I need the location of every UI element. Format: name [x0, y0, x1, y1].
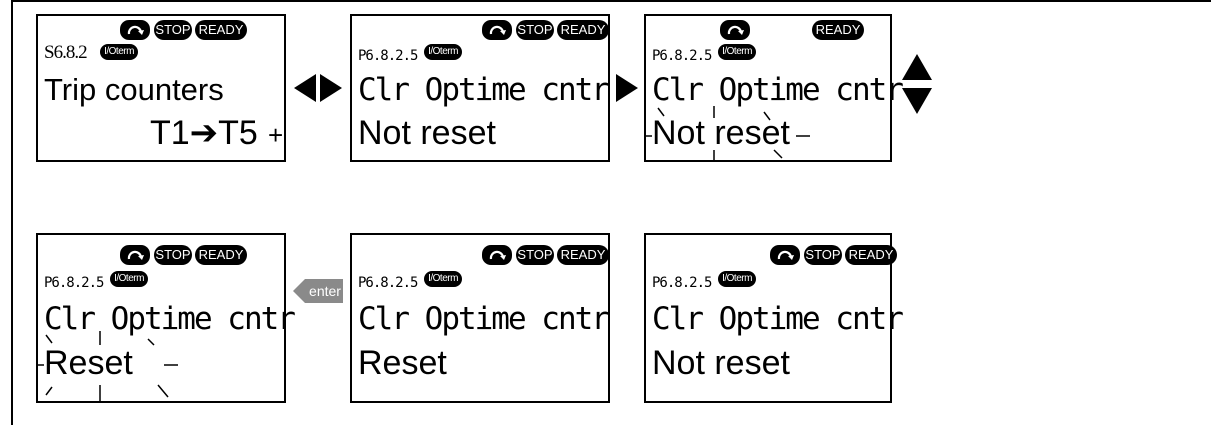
io-term-badge: I/Oterm: [424, 44, 462, 60]
display-line-1: Trip counters: [44, 72, 224, 107]
parameter-code: P6.8.2.5: [358, 48, 418, 64]
left-right-arrows-icon: [294, 74, 342, 102]
stop-indicator: STOP: [154, 245, 192, 265]
menu-code: S6.8.2: [44, 42, 88, 63]
keypad-display-3: READY P6.8.2.5 I/Oterm Clr Optime cntr N…: [644, 14, 904, 162]
io-term-badge: I/Oterm: [718, 271, 756, 287]
display-line-2: Reset: [358, 344, 447, 382]
keypad-display-2: STOP READY P6.8.2.5 I/Oterm Clr Optime c…: [350, 14, 610, 162]
display-line-1: Clr Optime cntr: [358, 72, 610, 108]
ready-indicator: READY: [557, 20, 609, 40]
rotation-icon: [482, 245, 512, 265]
display-line-1: Clr Optime cntr: [44, 301, 296, 337]
io-term-badge: I/Oterm: [424, 271, 462, 287]
keypad-display-6: STOP READY P6.8.2.5 I/Oterm Clr Optime c…: [644, 233, 904, 403]
stop-indicator: STOP: [516, 20, 554, 40]
stop-indicator: STOP: [804, 245, 842, 265]
display-line-1: Clr Optime cntr: [652, 301, 904, 337]
rotation-icon: [770, 245, 800, 265]
more-items-icon: +: [268, 120, 284, 150]
ready-indicator: READY: [845, 245, 897, 265]
parameter-code: P6.8.2.5: [652, 275, 712, 291]
ready-indicator: READY: [557, 245, 609, 265]
stop-indicator: STOP: [154, 20, 192, 40]
parameter-code: P6.8.2.5: [652, 48, 712, 64]
rotation-icon: [120, 20, 150, 40]
parameter-code: P6.8.2.5: [358, 275, 418, 291]
display-line-2: Reset: [44, 344, 133, 382]
io-term-badge: I/Oterm: [100, 44, 138, 60]
ready-indicator: READY: [812, 20, 864, 40]
rotation-icon: [120, 245, 150, 265]
ready-indicator: READY: [195, 245, 247, 265]
rotation-icon: [720, 20, 750, 40]
display-line-1: Clr Optime cntr: [358, 301, 610, 337]
enter-label: enter: [309, 283, 341, 299]
keypad-display-1: STOP READY S6.8.2 I/Oterm Trip counters …: [36, 14, 286, 162]
display-line-2: Not reset: [652, 114, 790, 152]
io-term-badge: I/Oterm: [110, 271, 148, 287]
rotation-icon: [482, 20, 512, 40]
keypad-display-5: STOP READY P6.8.2.5 I/Oterm Clr Optime c…: [350, 233, 610, 403]
diagram-frame: [11, 0, 1211, 425]
up-down-arrows-icon: [902, 54, 932, 114]
display-line-1: Clr Optime cntr: [652, 72, 904, 108]
display-line-2: Not reset: [358, 114, 496, 152]
ready-indicator: READY: [195, 20, 247, 40]
display-line-2: T1➔T5: [150, 114, 258, 152]
enter-key-icon: [293, 279, 343, 303]
display-line-2: Not reset: [652, 344, 790, 382]
stop-indicator: STOP: [516, 245, 554, 265]
right-arrow-icon: [616, 74, 638, 102]
io-term-badge: I/Oterm: [718, 44, 756, 60]
keypad-display-4: STOP READY P6.8.2.5 I/Oterm Clr Optime c…: [36, 233, 296, 403]
parameter-code: P6.8.2.5: [44, 275, 104, 291]
